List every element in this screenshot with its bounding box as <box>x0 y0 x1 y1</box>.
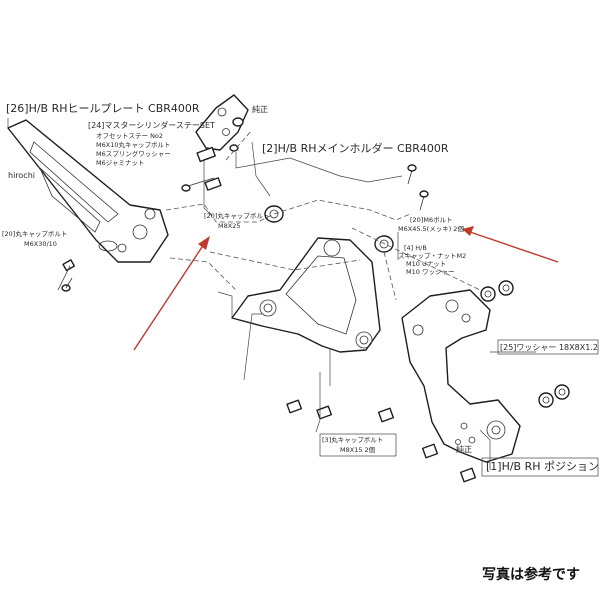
label-bolt-20a-l1: [20]丸キャップボルト <box>2 229 67 238</box>
label-bolt-3-l1: [3]丸キャップボルト <box>322 435 383 444</box>
label-bolt-3-l2: M8X15 2個 <box>340 445 376 454</box>
label-washers: [25]ワッシャー 18X8X1.2 4枚 <box>500 342 600 352</box>
heel-plate <box>7 119 169 263</box>
holder-collar <box>264 205 284 223</box>
label-position-plate: [1]H/B RH ポジションプレート CB <box>486 460 600 473</box>
label-bolt-20b-l1: [20]丸キャップボルト <box>204 211 269 220</box>
label-frame-bolt-3 <box>319 433 397 457</box>
label-frame-position-plate <box>481 457 599 477</box>
main-holder <box>231 237 381 353</box>
label-genuine-bottom: 純正 <box>456 444 472 454</box>
watermark-text: hirochi <box>8 171 35 180</box>
leader-frames <box>7 118 536 470</box>
m10-nut <box>374 235 394 253</box>
label-nut-4-l2: スキャップ・ナットM2 <box>398 252 466 260</box>
label-stay-l1: オフセットステー No2 <box>96 132 163 140</box>
label-main-holder: [2]H/B RHメインホルダー CBR400R <box>262 141 449 155</box>
label-bolt-20a-l2: M6X30/10 <box>24 240 57 248</box>
red-arrow-right <box>462 226 559 263</box>
label-stay-l3: M6スプリングワッシャー <box>96 149 171 158</box>
assembly-lines <box>165 129 481 301</box>
position-plate <box>401 289 521 463</box>
label-nut-4-l4: M10 ワッシャー <box>406 268 454 276</box>
heel-bolt-left <box>57 259 76 292</box>
plate-bolts <box>377 407 477 483</box>
label-bolt-20c-l2: M6X45.5(メッキ) 2個 <box>398 224 464 233</box>
label-nut-4-l3: M10 Uナット <box>406 260 446 268</box>
master-cylinder-stay <box>181 94 249 192</box>
red-arrow-left <box>133 236 210 351</box>
label-stay-l2: M6X10丸キャップボルト <box>96 140 170 149</box>
label-nut-4-l1: [4] H/B <box>404 244 427 252</box>
bolts-m8x15 <box>286 399 333 420</box>
washers <box>480 280 570 408</box>
label-bolt-20b-l2: M8X25 <box>218 222 240 230</box>
label-genuine-top: 純正 <box>252 104 268 114</box>
label-stay-l4: M6ジャミナット <box>96 159 144 167</box>
label-bolt-20c-l1: [20]M6ボルト <box>410 216 453 224</box>
label-frame-washers <box>497 339 599 355</box>
label-heel-plate: [26]H/B RHヒールプレート CBR400R <box>6 102 200 115</box>
label-stay-title: [24]マスターシリンダーステーSET <box>88 120 215 130</box>
holder-bolts-top <box>407 164 429 211</box>
reference-note: 写真は参考です <box>482 567 580 583</box>
